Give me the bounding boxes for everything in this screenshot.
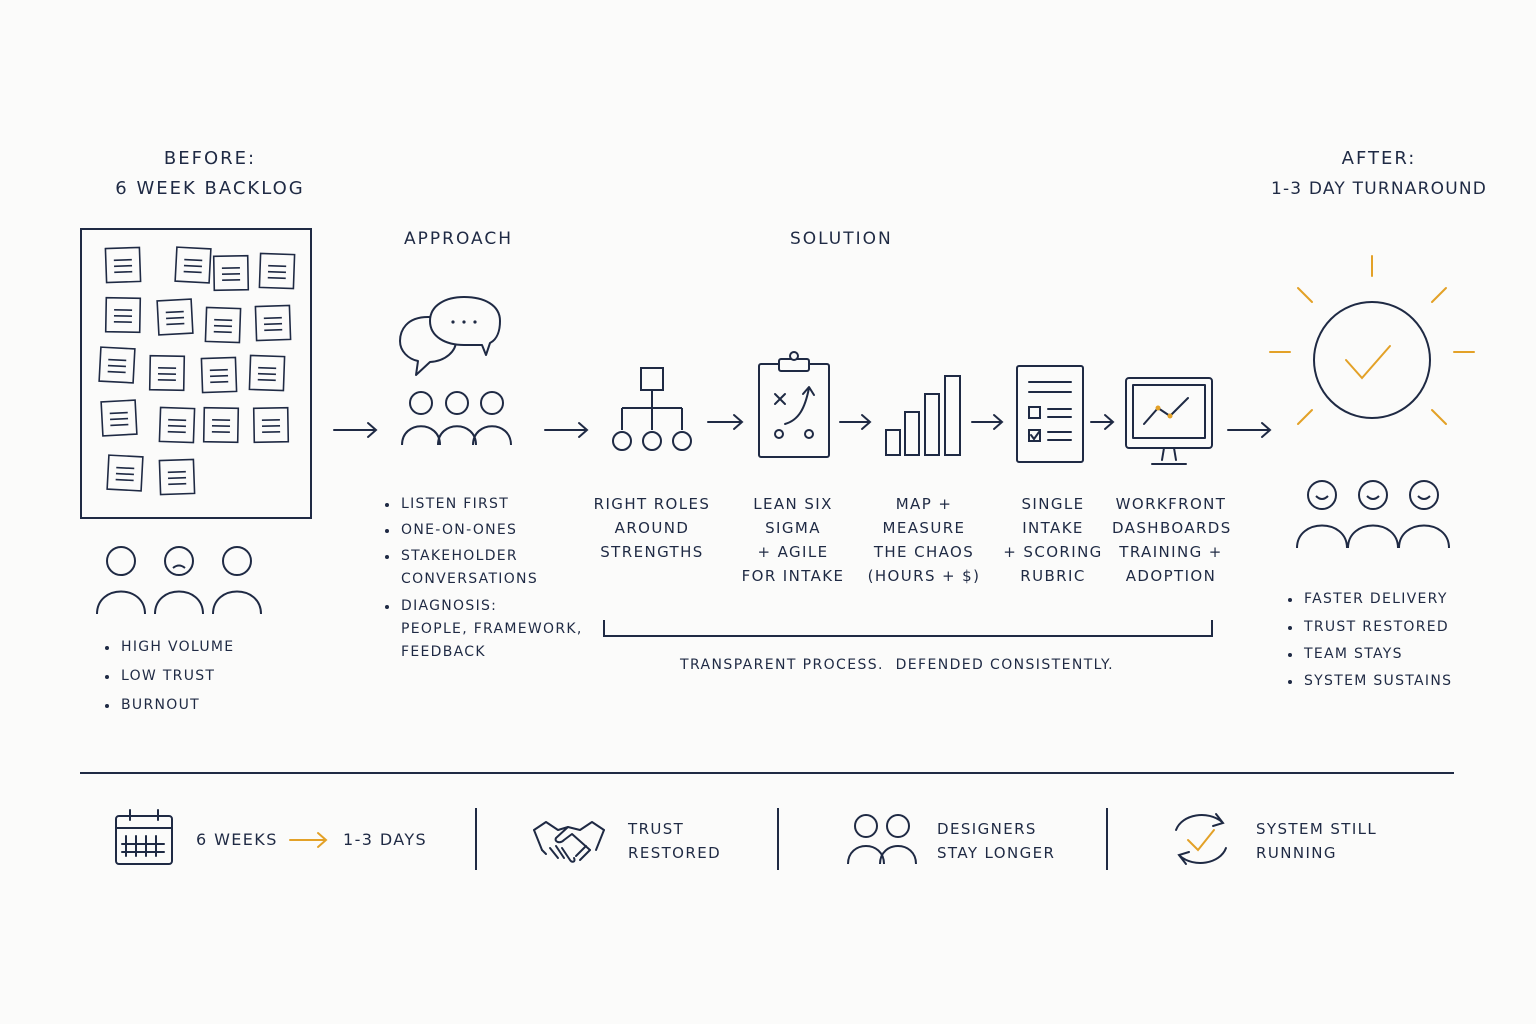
sticky-note — [99, 347, 135, 383]
sticky-note — [204, 408, 239, 443]
before-title-line1: BEFORE: — [163, 148, 257, 169]
chat-bubbles-icon — [398, 295, 504, 379]
arrow-right-icon — [970, 410, 1006, 434]
arrow-right-icon — [332, 418, 380, 442]
sticky-note — [159, 407, 194, 442]
arrow-right-icon — [543, 418, 591, 442]
after-bullet: SYSTEM SUSTAINS — [1288, 670, 1452, 693]
after-bullets: FASTER DELIVERY TRUST RESTORED TEAM STAY… — [1288, 588, 1452, 693]
approach-title: APPROACH — [404, 229, 514, 249]
sticky-note-board-icon — [80, 228, 312, 520]
sticky-note — [249, 355, 284, 390]
after-bullet: TEAM STAYS — [1288, 643, 1452, 666]
team-icon — [400, 390, 514, 446]
sticky-note — [254, 408, 289, 443]
footer-divider — [80, 772, 1454, 774]
arrow-right-icon — [838, 410, 874, 434]
bracket-caption: TRANSPARENT PROCESS. DEFENDED CONSISTENT… — [680, 657, 1114, 673]
org-chart-icon — [610, 366, 694, 454]
bar-chart-icon — [884, 374, 964, 458]
success-sun-checkmark-icon — [1266, 252, 1480, 432]
sticky-note — [201, 357, 236, 392]
footer-separator — [475, 808, 477, 870]
solution-step-label: MAP + MEASURE THE CHAOS (HOURS + $) — [867, 495, 981, 585]
solution-step-label: RIGHT ROLES AROUND STRENGTHS — [593, 495, 711, 561]
after-title-line1: AFTER: — [1341, 148, 1417, 169]
after-title-line2: 1-3 DAY TURNAROUND — [1270, 179, 1488, 199]
before-bullet: HIGH VOLUME — [105, 636, 234, 659]
dashboard-monitor-icon — [1124, 376, 1214, 468]
metric-from: 6 WEEKS — [196, 830, 278, 849]
footer-separator — [1106, 808, 1108, 870]
footer-separator — [777, 808, 779, 870]
calendar-icon — [114, 808, 174, 866]
after-bullet: FASTER DELIVERY — [1288, 588, 1452, 611]
arrow-right-accent-icon — [288, 830, 330, 850]
approach-bullet: STAKEHOLDER CONVERSATIONS — [385, 545, 583, 591]
metric-to: 1-3 DAYS — [343, 830, 428, 849]
sad-team-icon — [94, 544, 264, 616]
handshake-icon — [532, 818, 606, 868]
sticky-note — [259, 253, 294, 288]
clipboard-strategy-icon — [757, 350, 831, 460]
sticky-note — [105, 247, 140, 282]
arrow-right-icon — [1089, 410, 1117, 434]
solution-step-label: SINGLE INTAKE + SCORING RUBRIC — [1003, 495, 1103, 585]
sticky-note — [107, 455, 143, 491]
sticky-note — [101, 400, 137, 436]
approach-bullet: DIAGNOSIS: PEOPLE, FRAMEWORK, FEEDBACK — [385, 595, 583, 664]
before-bullet: BURNOUT — [105, 694, 234, 717]
sticky-note — [106, 298, 141, 333]
before-bullet: LOW TRUST — [105, 665, 234, 688]
sticky-note — [159, 459, 194, 494]
solution-step-label: LEAN SIX SIGMA + AGILE FOR INTAKE — [741, 495, 845, 585]
solution-title: SOLUTION — [790, 229, 893, 249]
after-bullet: TRUST RESTORED — [1288, 616, 1452, 639]
approach-bullet: ONE-ON-ONES — [385, 519, 583, 542]
approach-bullets: LISTEN FIRST ONE-ON-ONES STAKEHOLDER CON… — [385, 493, 583, 664]
before-title-line2: 6 WEEK BACKLOG — [115, 178, 305, 199]
designers-stay-label: DESIGNERS STAY LONGER — [937, 820, 1056, 862]
arrow-right-icon — [1226, 418, 1274, 442]
sticky-note — [157, 299, 193, 335]
system-running-label: SYSTEM STILL RUNNING — [1256, 820, 1378, 862]
before-bullets: HIGH VOLUME LOW TRUST BURNOUT — [105, 636, 234, 717]
designers-icon — [846, 812, 918, 866]
refresh-check-icon — [1168, 808, 1234, 870]
sticky-note — [150, 356, 185, 391]
sticky-note — [205, 307, 240, 342]
happy-team-icon — [1294, 478, 1454, 550]
trust-restored-label: TRUST RESTORED — [628, 820, 722, 862]
sticky-note — [175, 247, 211, 283]
solution-step-label: WORKFRONT DASHBOARDS TRAINING + ADOPTION — [1112, 495, 1232, 585]
sticky-note — [214, 256, 249, 291]
sticky-note — [255, 305, 290, 340]
arrow-right-icon — [706, 410, 746, 434]
solution-bracket — [602, 618, 1214, 640]
checklist-form-icon — [1015, 364, 1085, 464]
approach-bullet: LISTEN FIRST — [385, 493, 583, 516]
